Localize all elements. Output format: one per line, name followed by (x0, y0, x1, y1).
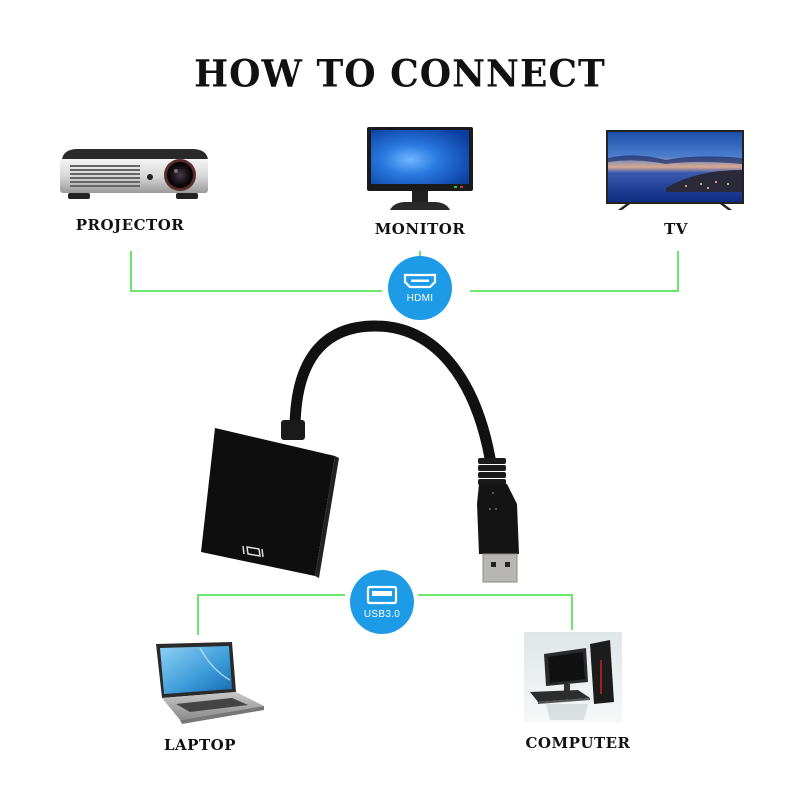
laptop-icon (150, 640, 266, 724)
connector-line-top-right (470, 290, 679, 292)
tv-label: TV (664, 220, 688, 238)
usb-label: USB3.0 (363, 608, 401, 620)
laptop-label: LAPTOP (164, 736, 236, 754)
projector-icon (58, 145, 210, 203)
connector-line-projector (130, 251, 132, 292)
connector-line-tv (677, 251, 679, 292)
projector-label: PROJECTOR (75, 216, 185, 234)
usb-badge: USB3.0 (350, 570, 414, 634)
hdmi-label: HDMI (406, 292, 434, 304)
connector-line-laptop (197, 595, 199, 635)
tv-icon (606, 130, 744, 210)
page-title: HOW TO CONNECT (194, 51, 606, 97)
hdmi-port-icon (403, 273, 437, 288)
monitor-icon (366, 126, 474, 212)
connector-line-top-left (130, 290, 382, 292)
connector-line-bottom-left (197, 594, 345, 596)
computer-label: COMPUTER (525, 734, 631, 752)
hdmi-port-glyph (242, 545, 264, 558)
desktop-computer-icon (524, 632, 622, 722)
connector-line-bottom-right (418, 594, 573, 596)
usb-to-hdmi-adapter (195, 318, 535, 588)
monitor-label: MONITOR (374, 220, 466, 238)
hdmi-badge: HDMI (388, 256, 452, 320)
connector-line-computer (571, 594, 573, 630)
usb-port-icon (366, 585, 398, 604)
